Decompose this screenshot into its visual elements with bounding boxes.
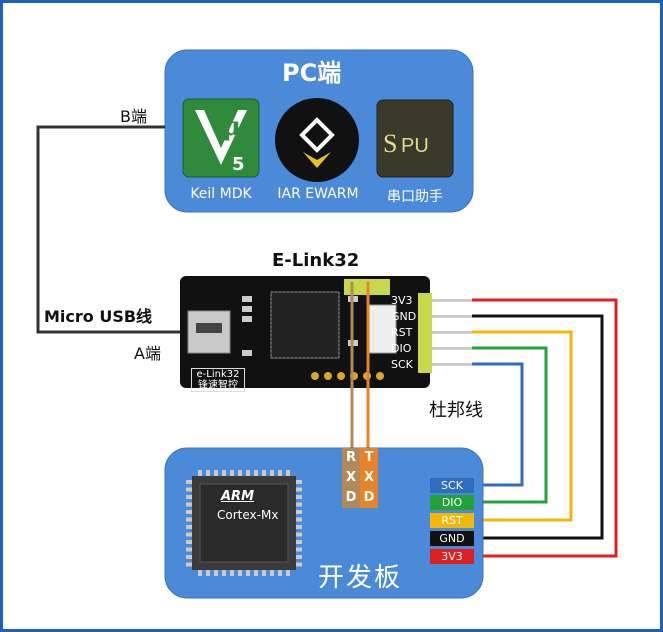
wire-dio [472, 346, 548, 504]
txd-letter-d: D [363, 490, 375, 505]
usb-cable [36, 125, 180, 334]
svg-text:5: 5 [232, 154, 245, 175]
rxd-letter-r: R [345, 450, 356, 465]
serial-assistant-label: 串口助手 [387, 189, 443, 205]
txd-letter-t: T [364, 450, 374, 465]
elink-silkscreen: e-Link32 锋速智控 [191, 368, 245, 392]
rxd-block [342, 448, 360, 508]
iar-ewarm-label: IAR EWARM [277, 186, 359, 202]
elink-title: E-Link32 [272, 250, 360, 271]
iar-ewarm-icon [275, 98, 359, 182]
micro-usb-cable-label: Micro USB线 [44, 307, 153, 326]
header-pin-gnd: GND [391, 310, 417, 323]
a-end-label: A端 [134, 344, 161, 363]
keil-mdk-label: Keil MDK [190, 186, 252, 202]
header-pin-3v3: 3V3 [391, 294, 413, 307]
rxd-letter-d: D [345, 490, 357, 505]
wire-gnd [472, 314, 604, 540]
header-pin-dio: DIO [391, 342, 412, 355]
pc-title: PC端 [282, 59, 342, 87]
header-pin-sck: SCK [391, 358, 413, 371]
mcu-chip [270, 291, 340, 359]
board-pin-gnd: GND [430, 531, 474, 546]
keil-uvision-icon: μ 5 [182, 98, 260, 178]
txd-letter-x: X [363, 470, 375, 485]
svg-text:PU: PU [401, 135, 429, 157]
swd-connector [367, 304, 397, 354]
chip-brand: ARM [221, 489, 255, 504]
wire-rst [472, 330, 573, 522]
board-pin-sck: SCK [430, 478, 474, 493]
b-end-label: B端 [120, 107, 147, 126]
svg-text:S: S [383, 129, 397, 158]
board-pin-dio: DIO [430, 495, 474, 510]
serial-assistant-icon: S PU [376, 99, 454, 178]
wire-3v3 [472, 298, 618, 558]
board-pin-3v3: 3V3 [430, 549, 474, 564]
chip-name: Cortex-Mx [217, 508, 279, 522]
dev-board-title: 开发板 [318, 563, 403, 593]
rxd-letter-x: X [345, 470, 357, 485]
arm-chip [186, 470, 302, 576]
swd-header-pins [418, 293, 472, 373]
dupont-wire-label: 杜邦线 [429, 400, 483, 421]
board-pin-rst: RST [430, 513, 474, 528]
wire-sck [472, 362, 524, 487]
header-pin-rst: RST [391, 326, 413, 339]
svg-text:μ: μ [222, 112, 241, 142]
txd-block [360, 448, 378, 508]
